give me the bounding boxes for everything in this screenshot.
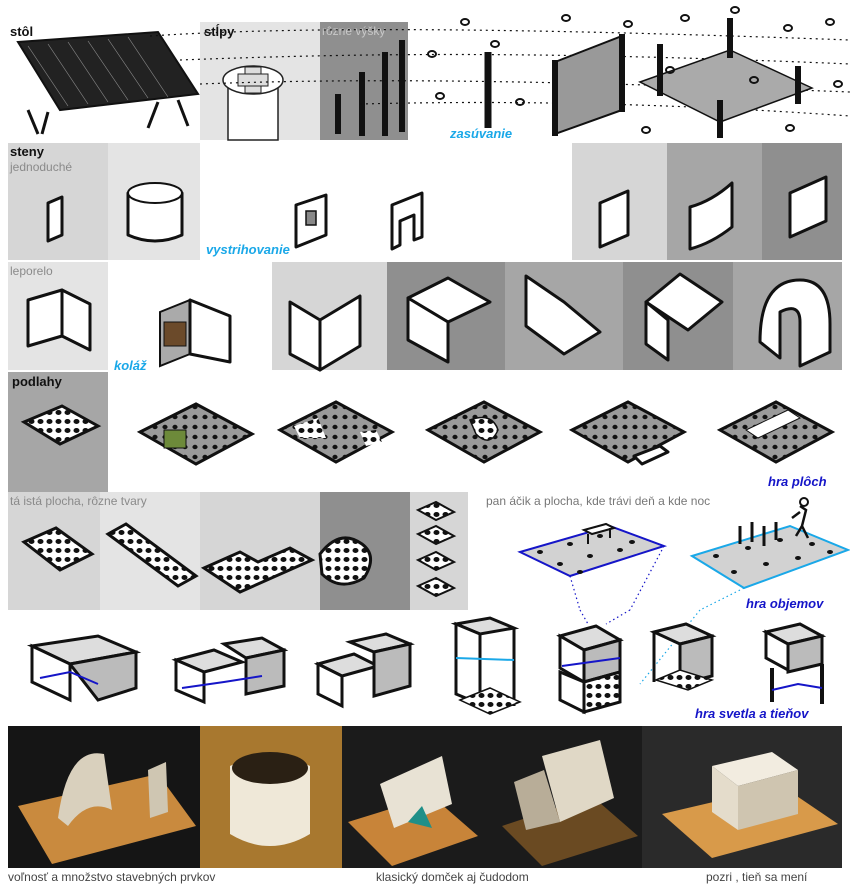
- photo-model-5: [642, 726, 842, 868]
- caption-2: klasický domček aj čudodom: [376, 870, 529, 884]
- photo-model-1: [8, 726, 200, 868]
- row5-shapes-drawing: [0, 492, 850, 610]
- row6-volumes-drawing: [0, 610, 850, 722]
- photo-model-3: [342, 726, 482, 868]
- photo-model-3-drawing: [342, 726, 482, 868]
- photo-model-1-drawing: [8, 726, 200, 868]
- label-zasuvanie: zasúvanie: [450, 126, 512, 141]
- row1-assembly-drawing: [0, 0, 850, 140]
- row2-walls-drawing: [0, 143, 850, 260]
- photo-model-2-drawing: [200, 726, 342, 868]
- photo-model-2: [200, 726, 342, 868]
- row4-floors-drawing: [0, 372, 850, 492]
- row3-folded-walls-drawing: [0, 262, 850, 370]
- caption-1: voľnosť a množstvo stavebných prvkov: [8, 870, 215, 884]
- photo-model-4-drawing: [482, 726, 642, 868]
- caption-3: pozri , tieň sa mení: [706, 870, 807, 884]
- photo-model-5-drawing: [642, 726, 842, 868]
- photo-model-4: [482, 726, 642, 868]
